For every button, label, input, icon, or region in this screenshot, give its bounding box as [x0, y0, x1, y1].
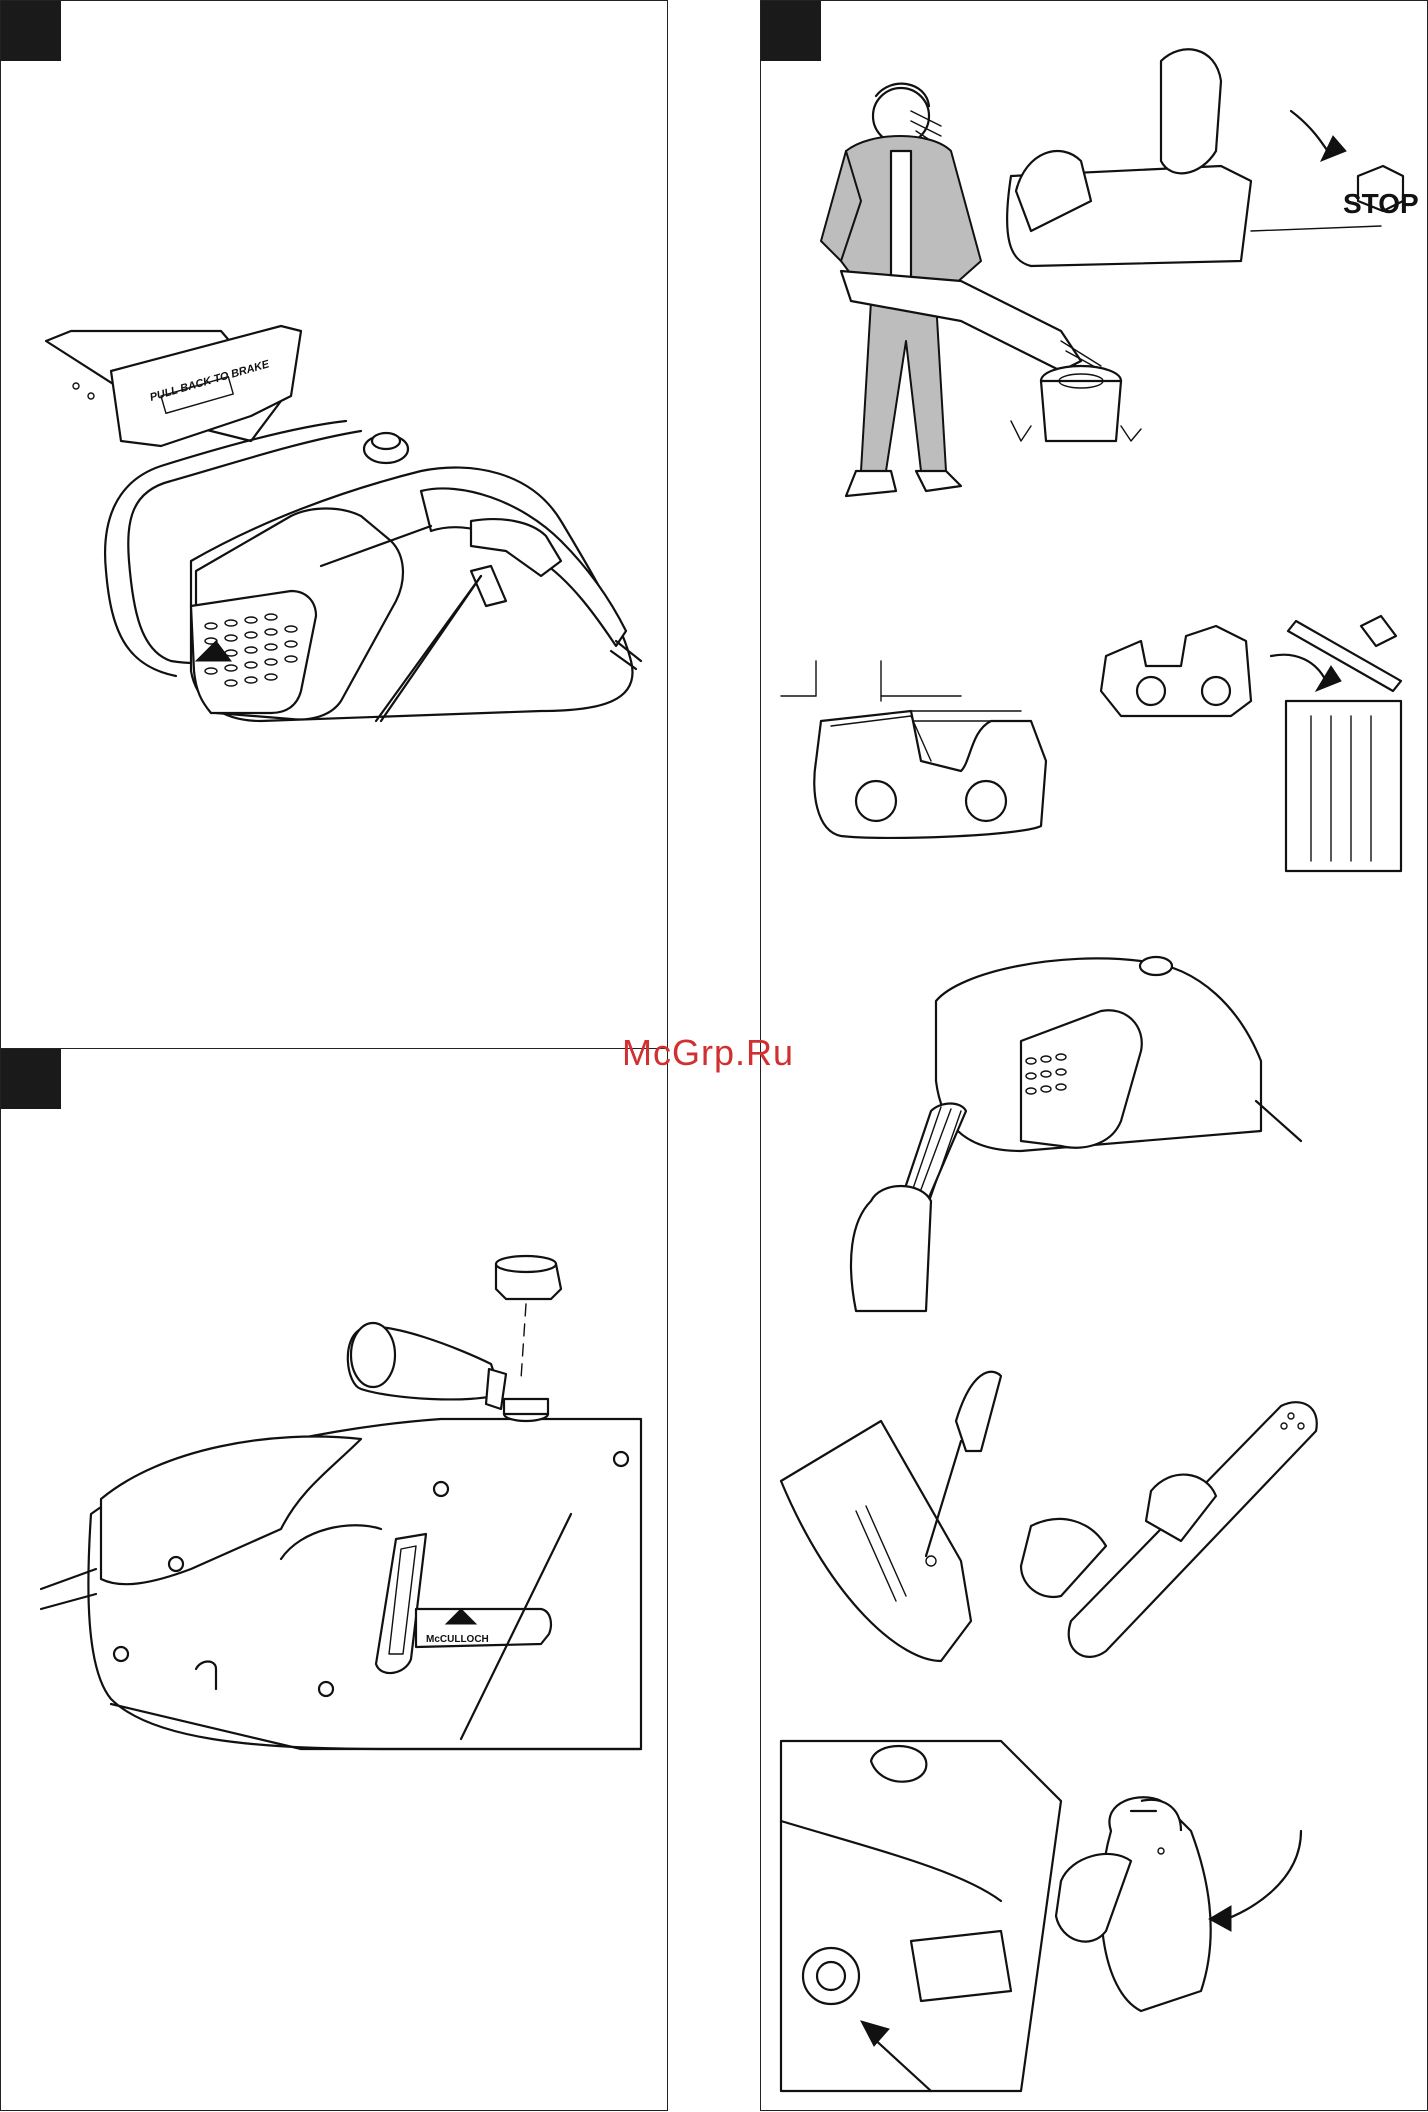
maintenance-illustrations: STOP — [761, 1, 1428, 2112]
oil-hole-cleaning-illustration — [781, 1741, 1301, 2091]
panel-top-left: PULL BACK TO BRAKE — [0, 0, 668, 1050]
operator-with-ppe — [821, 84, 1141, 496]
panel-right: STOP — [760, 0, 1428, 2111]
stop-sign-label: STOP — [1343, 188, 1419, 219]
worn-chain-tooth-illustration — [781, 616, 1401, 871]
watermark-text: McGrp.Ru — [622, 1032, 794, 1074]
panel-bottom-left: McCULLOCH — [0, 1048, 668, 2111]
brand-logo-text: McCULLOCH — [426, 1634, 489, 1645]
chainsaw-switch-illustration: PULL BACK TO BRAKE — [1, 1, 669, 1051]
chain-brake-stop-illustration: STOP — [1007, 49, 1419, 266]
chainsaw-oil-illustration: McCULLOCH — [1, 1049, 669, 2112]
bar-cleaning-illustration — [781, 1372, 1317, 1661]
cleaning-vents-illustration — [851, 957, 1301, 1311]
